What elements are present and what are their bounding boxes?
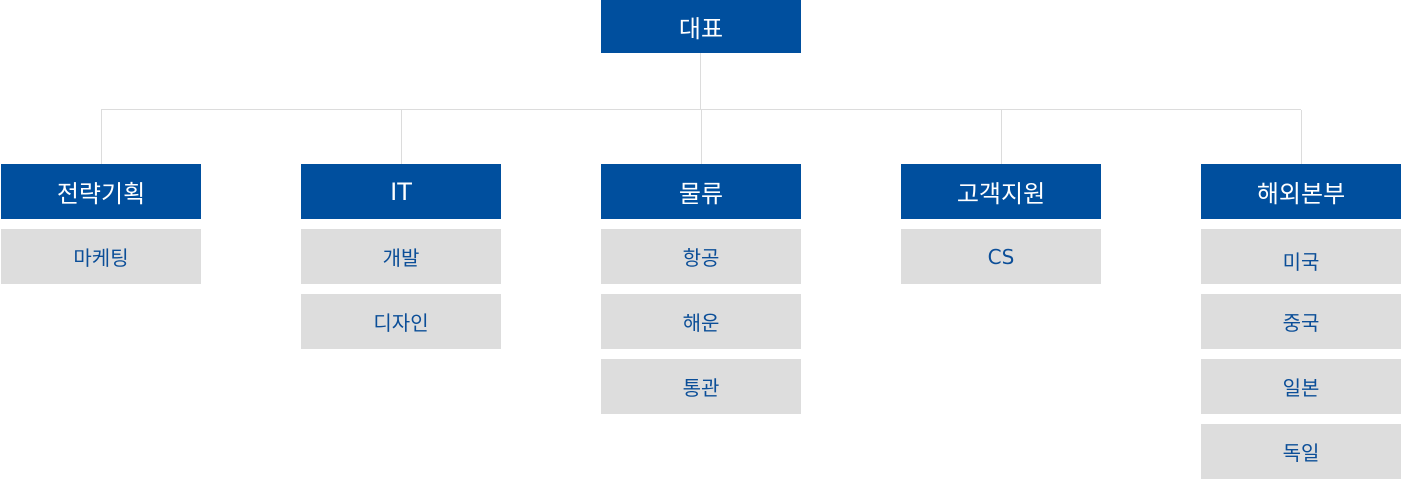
dept-connector bbox=[101, 110, 102, 164]
team-shipping: 해운 bbox=[601, 294, 801, 349]
department-customer-support: 고객지원 bbox=[901, 164, 1101, 219]
dept-connector bbox=[401, 110, 402, 164]
team-japan: 일본 bbox=[1201, 359, 1401, 414]
department-overseas: 해외본부 bbox=[1201, 164, 1401, 219]
root-connector bbox=[700, 53, 701, 110]
team-usa: 미국 bbox=[1201, 229, 1401, 284]
dept-connector bbox=[1301, 110, 1302, 164]
department-it: IT bbox=[301, 164, 501, 219]
department-strategy-planning: 전략기획 bbox=[1, 164, 201, 219]
team-air: 항공 bbox=[601, 229, 801, 284]
team-china: 중국 bbox=[1201, 294, 1401, 349]
dept-connector bbox=[1001, 110, 1002, 164]
team-marketing: 마케팅 bbox=[1, 229, 201, 284]
ceo-box: 대표 bbox=[601, 0, 801, 53]
team-design: 디자인 bbox=[301, 294, 501, 349]
team-cs: CS bbox=[901, 229, 1101, 284]
team-development: 개발 bbox=[301, 229, 501, 284]
team-customs: 통관 bbox=[601, 359, 801, 414]
horizontal-connector bbox=[101, 109, 1301, 110]
dept-connector bbox=[701, 110, 702, 164]
team-germany: 독일 bbox=[1201, 424, 1401, 479]
department-logistics: 물류 bbox=[601, 164, 801, 219]
